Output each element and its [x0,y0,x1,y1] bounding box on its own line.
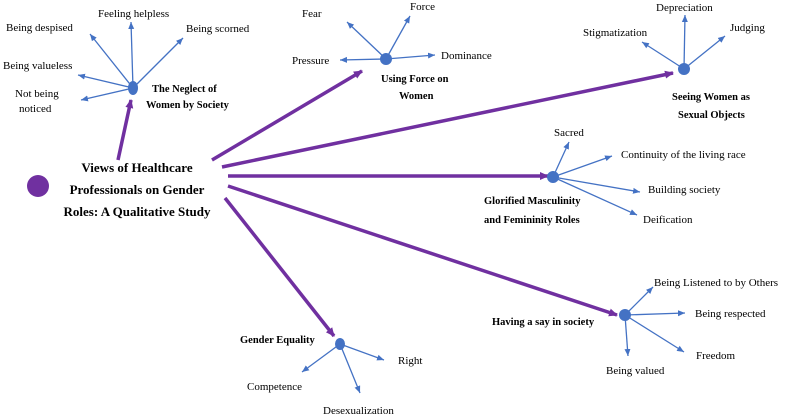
branch-stigmatization [641,41,685,70]
branch-competence [301,343,341,373]
theme-neglect: Being despised Feeling helpless Being sc… [3,8,250,115]
item-not-being-line-2: noticed [19,103,52,115]
item-judging: Judging [730,22,765,34]
branch-right [339,343,385,361]
theme-glorified: Sacred Continuity of the living race Bui… [484,127,746,226]
theme-label-neglect-line-2: Women by Society [146,100,230,111]
connector-say [227,184,618,317]
theme-node-say [619,309,631,321]
theme-say: Being Listened to by Others Being respec… [492,277,778,377]
item-pressure: Pressure [292,55,329,67]
theme-node-glorified [547,171,559,183]
theme-label-equality: Gender Equality [240,335,316,346]
item-deification: Deification [643,214,693,226]
item-being-listened: Being Listened to by Others [654,277,778,289]
theme-label-force-line-1: Using Force on [381,74,449,85]
branch-fear [346,21,387,60]
branch-not-being-noticed [80,87,134,102]
theme-node-force [380,53,392,65]
branch-feeling-helpless [128,21,135,89]
theme-label-glorified-line-2: and Femininity Roles [484,215,580,226]
item-building-society: Building society [648,184,721,196]
connector-neglect [116,99,134,161]
theme-label-sexual-line-1: Seeing Women as [672,92,750,103]
item-dominance: Dominance [441,50,492,62]
item-depreciation: Depreciation [656,2,713,14]
branch-freedom [624,314,685,353]
theme-node-sexual [678,63,690,75]
branch-being-valueless [77,73,134,89]
item-stigmatization: Stigmatization [583,27,648,39]
item-right: Right [398,355,422,367]
branch-judging [683,35,726,70]
theme-node-neglect [128,81,138,95]
branch-force [385,15,411,60]
theme-label-say: Having a say in society [492,317,595,328]
connector-equality [223,196,336,338]
item-sacred: Sacred [554,127,584,139]
branch-deification [552,176,638,216]
item-force: Force [410,1,435,13]
branch-depreciation [681,14,688,70]
branch-pressure [339,56,387,63]
branch-being-scorned [132,37,184,89]
item-not-being-line-1: Not being [15,88,59,100]
theme-label-neglect-line-1: The Neglect of [152,84,217,95]
item-fear: Fear [302,8,322,20]
branch-being-listened [624,286,654,316]
central-node [27,175,49,197]
item-continuity: Continuity of the living race [621,149,746,161]
branch-desexualization [339,343,361,394]
theme-label-glorified-line-1: Glorified Masculinity [484,196,581,207]
item-feeling-helpless: Feeling helpless [98,8,169,20]
theme-equality: Right Competence Desexualization Gender … [240,335,422,417]
item-competence: Competence [247,381,302,393]
branch-dominance [385,52,436,60]
branch-continuity [552,155,613,178]
theme-label-force-line-2: Women [399,91,434,102]
item-desexualization: Desexualization [323,405,394,417]
item-being-valued: Being valued [606,365,665,377]
central-topic: Views of Healthcare Professionals on Gen… [27,160,211,219]
item-being-scorned: Being scorned [186,23,250,35]
branch-being-valued [624,314,631,357]
connector-sexual [221,70,674,169]
theme-label-sexual-line-2: Sexual Objects [678,110,745,121]
central-title-line-3: Roles: A Qualitative Study [64,204,211,219]
theme-node-equality [335,338,345,350]
central-title-line-2: Professionals on Gender [70,182,205,197]
theme-connectors [116,69,674,338]
central-title-line-1: Views of Healthcare [81,160,192,175]
branch-being-despised [89,33,134,89]
item-being-despised: Being despised [6,22,73,34]
item-freedom: Freedom [696,350,736,362]
theme-force: Fear Force Pressure Dominance Using Forc… [292,1,492,102]
item-being-valueless: Being valueless [3,60,72,72]
item-being-respected: Being respected [695,308,766,320]
branch-being-respected [624,310,686,317]
connector-force [211,69,363,162]
theme-sexual: Stigmatization Depreciation Judging Seei… [583,2,765,121]
branch-sacred [552,141,570,178]
branch-building-society [552,176,641,194]
